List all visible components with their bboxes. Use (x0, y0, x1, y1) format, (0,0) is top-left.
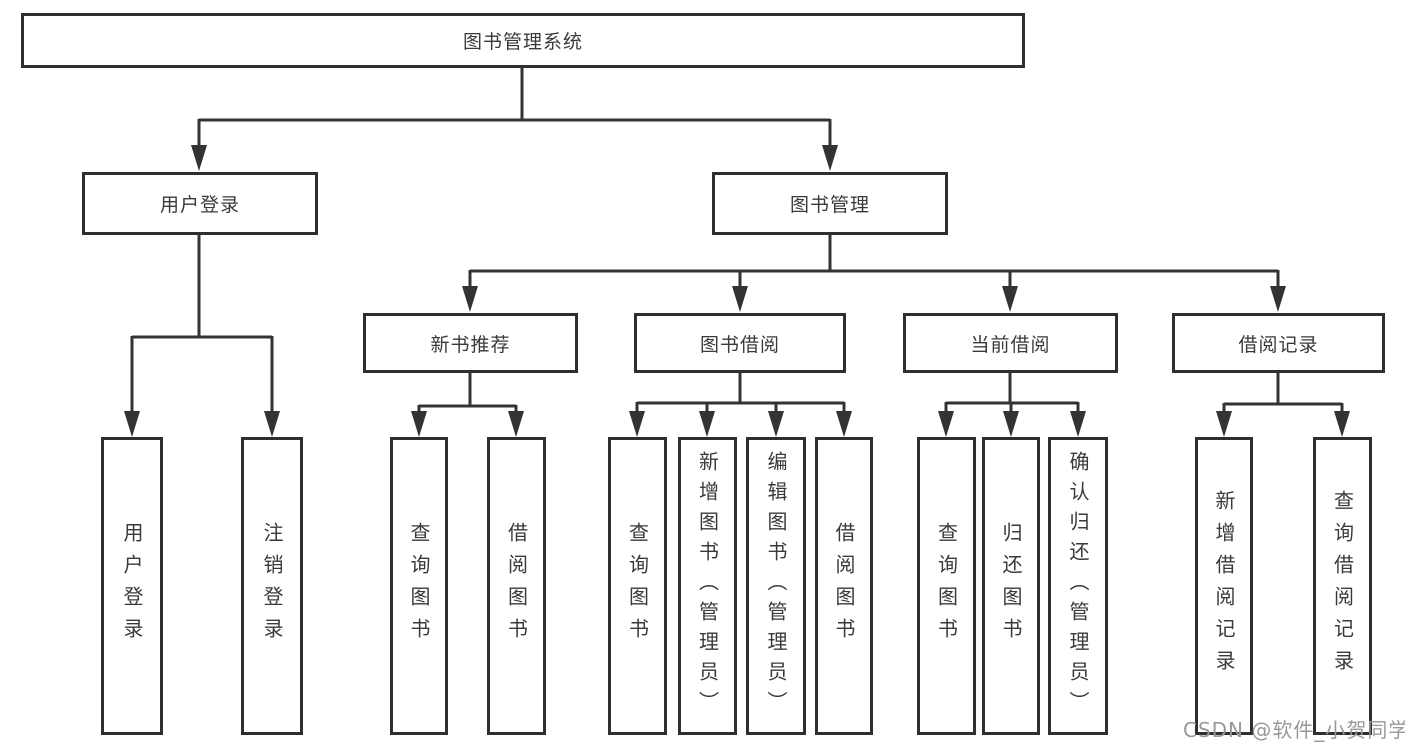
arrowhead-nb-borrow-books (508, 411, 524, 437)
node-book-management: 图书管理 (712, 172, 948, 235)
arrowhead-nb-query-books (411, 411, 427, 437)
node-new-book-recommend: 新书推荐 (363, 313, 578, 373)
leaf-cb-confirm-return: 确认归还（管理员） (1048, 437, 1108, 735)
leaf-br-query-record-label: 查询借阅记录 (1330, 490, 1355, 682)
arrowhead-bb-add-books (699, 411, 715, 437)
leaf-nb-borrow-books: 借阅图书 (487, 437, 546, 735)
leaf-nb-query-books: 查询图书 (390, 437, 448, 735)
leaf-bb-query-books-label: 查询图书 (625, 522, 650, 650)
connector-current-borrow-branch (944, 373, 1080, 412)
connector-book-borrow-branch (635, 373, 846, 412)
node-root-label: 图书管理系统 (462, 31, 583, 53)
leaf-cb-return-books: 归还图书 (982, 437, 1040, 735)
node-root: 图书管理系统 (21, 13, 1025, 68)
arrowhead-cb-return-books (1003, 411, 1019, 437)
leaf-bb-query-books: 查询图书 (608, 437, 667, 735)
arrowhead-user-login (191, 145, 207, 171)
arrowhead-br-query-record (1334, 411, 1350, 437)
node-borrow-records-label: 借阅记录 (1238, 333, 1319, 356)
arrowhead-book-borrow (732, 286, 748, 312)
arrowhead-br-add-record (1216, 411, 1232, 437)
node-book-borrow: 图书借阅 (634, 313, 846, 373)
connector-root-to-level2 (197, 68, 832, 146)
leaf-bb-borrow-books-label: 借阅图书 (832, 522, 856, 650)
arrowhead-book-management (822, 145, 838, 171)
connector-book-management-branch (468, 235, 1280, 287)
connector-borrow-records-branch (1222, 373, 1344, 412)
leaf-bb-add-books: 新增图书（管理员） (678, 437, 737, 735)
arrowhead-borrow-records (1270, 286, 1286, 312)
node-book-management-label: 图书管理 (789, 194, 870, 216)
node-current-borrow: 当前借阅 (903, 313, 1118, 373)
leaf-bb-add-books-label: 新增图书（管理员） (695, 451, 720, 721)
leaf-br-query-record: 查询借阅记录 (1313, 437, 1372, 735)
arrowhead-new-book-recommend (462, 286, 478, 312)
connector-new-book-branch (417, 373, 518, 412)
leaf-cb-confirm-return-label: 确认归还（管理员） (1066, 451, 1090, 721)
node-user-login: 用户登录 (82, 172, 318, 235)
node-book-borrow-label: 图书借阅 (699, 333, 780, 356)
arrowhead-leaf-user-login (124, 411, 140, 437)
leaf-cb-return-books-label: 归还图书 (999, 522, 1023, 650)
leaf-logout-label: 注销登录 (260, 522, 284, 650)
leaf-logout: 注销登录 (241, 437, 303, 735)
arrowhead-cb-query-books (938, 411, 954, 437)
leaf-br-add-record-label: 新增借阅记录 (1212, 490, 1236, 682)
arrowhead-bb-borrow-books (836, 411, 852, 437)
leaf-bb-borrow-books: 借阅图书 (815, 437, 873, 735)
arrowhead-cb-confirm-return (1070, 411, 1086, 437)
leaf-bb-edit-books: 编辑图书（管理员） (746, 437, 806, 735)
leaf-cb-query-books: 查询图书 (917, 437, 976, 735)
arrowhead-bb-edit-books (768, 411, 784, 437)
leaf-user-login: 用户登录 (101, 437, 163, 735)
leaf-cb-query-books-label: 查询图书 (934, 522, 959, 650)
node-current-borrow-label: 当前借阅 (970, 333, 1051, 356)
node-user-login-label: 用户登录 (159, 194, 240, 216)
arrowhead-leaf-logout (264, 411, 280, 437)
arrowhead-bb-query-books (629, 411, 645, 437)
arrowhead-current-borrow (1002, 286, 1018, 312)
node-borrow-records: 借阅记录 (1172, 313, 1385, 373)
leaf-br-add-record: 新增借阅记录 (1195, 437, 1253, 735)
connector-user-login-branch (130, 235, 274, 412)
leaf-nb-borrow-books-label: 借阅图书 (504, 522, 529, 650)
leaf-user-login-label: 用户登录 (120, 522, 144, 650)
leaf-bb-edit-books-label: 编辑图书（管理员） (764, 451, 788, 721)
watermark: CSDN @软件_小贺同学 (1183, 718, 1405, 742)
leaf-nb-query-books-label: 查询图书 (407, 522, 431, 650)
node-new-book-recommend-label: 新书推荐 (430, 333, 511, 356)
